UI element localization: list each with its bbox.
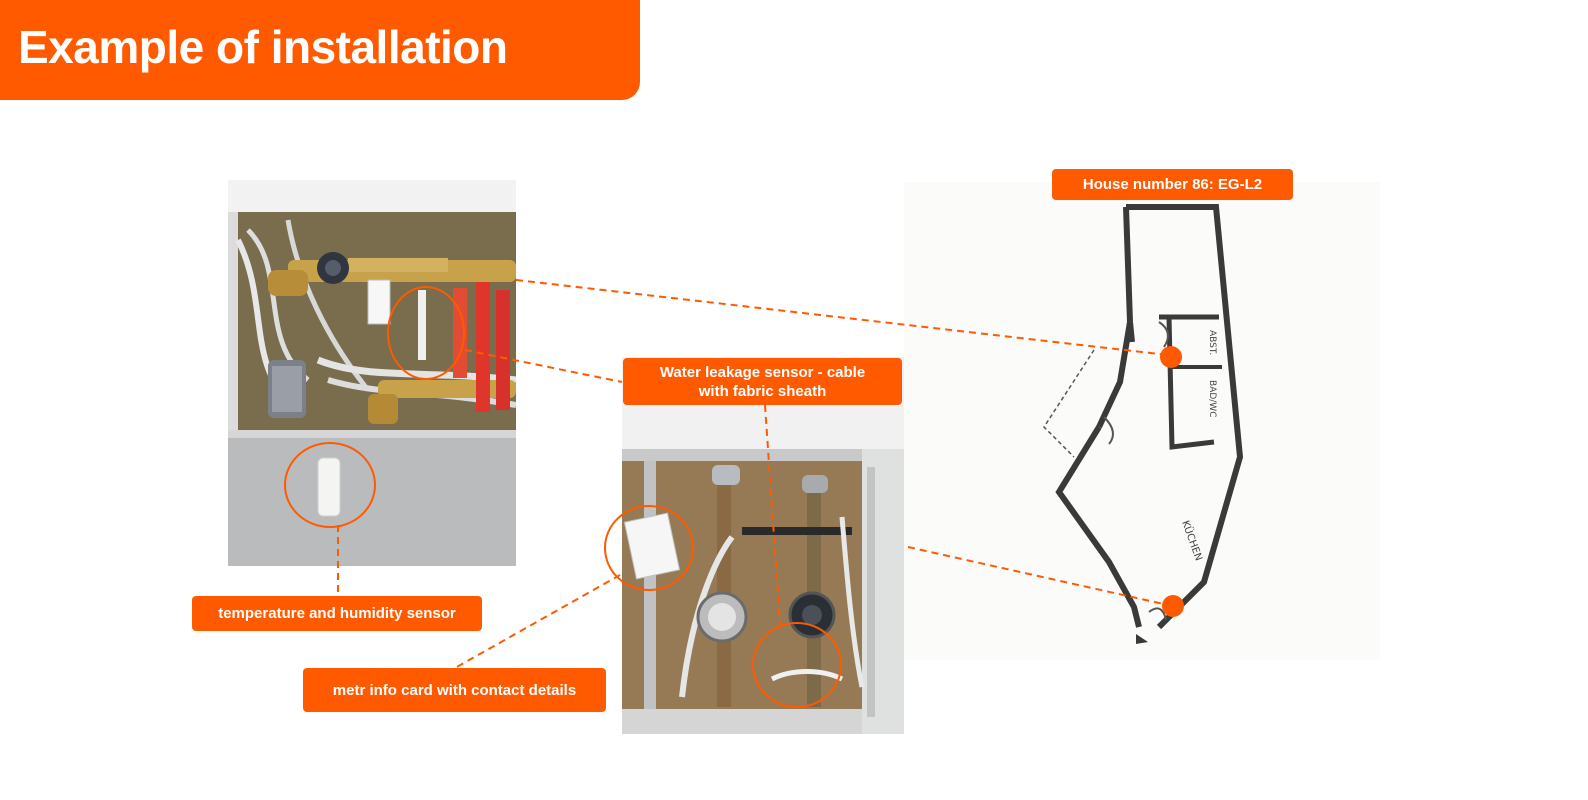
photo-meter-cabinet <box>622 357 904 734</box>
label-house-number: House number 86: EG-L2 <box>1052 169 1293 200</box>
room-label-bad-wc: BAD/WC <box>1207 380 1217 417</box>
room-label-abst: ABST. <box>1207 330 1217 355</box>
meter-cabinet-illustration <box>622 357 904 734</box>
page-title: Example of installation <box>18 21 508 73</box>
label-water-leakage-sensor: Water leakage sensor - cable with fabric… <box>623 358 902 405</box>
label-metr-info-card: metr info card with contact details <box>303 668 606 712</box>
photo-manifold-cabinet <box>228 180 516 566</box>
floor-plan-drawing: ABST. BAD/WC KÜCHEN <box>904 182 1380 660</box>
manifold-cabinet-illustration <box>228 180 516 566</box>
label-metr-info-card-text: metr info card with contact details <box>332 681 577 699</box>
label-temperature-humidity-text: temperature and humidity sensor <box>218 605 456 622</box>
floor-plan: ABST. BAD/WC KÜCHEN <box>904 182 1380 660</box>
label-water-leakage-line2: with fabric sheath <box>698 382 827 400</box>
label-house-number-text: House number 86: EG-L2 <box>1082 176 1263 193</box>
label-water-leakage-line1: Water leakage sensor - cable <box>659 363 866 381</box>
title-banner: Example of installation <box>0 0 640 100</box>
label-temperature-humidity-sensor: temperature and humidity sensor <box>192 596 482 631</box>
